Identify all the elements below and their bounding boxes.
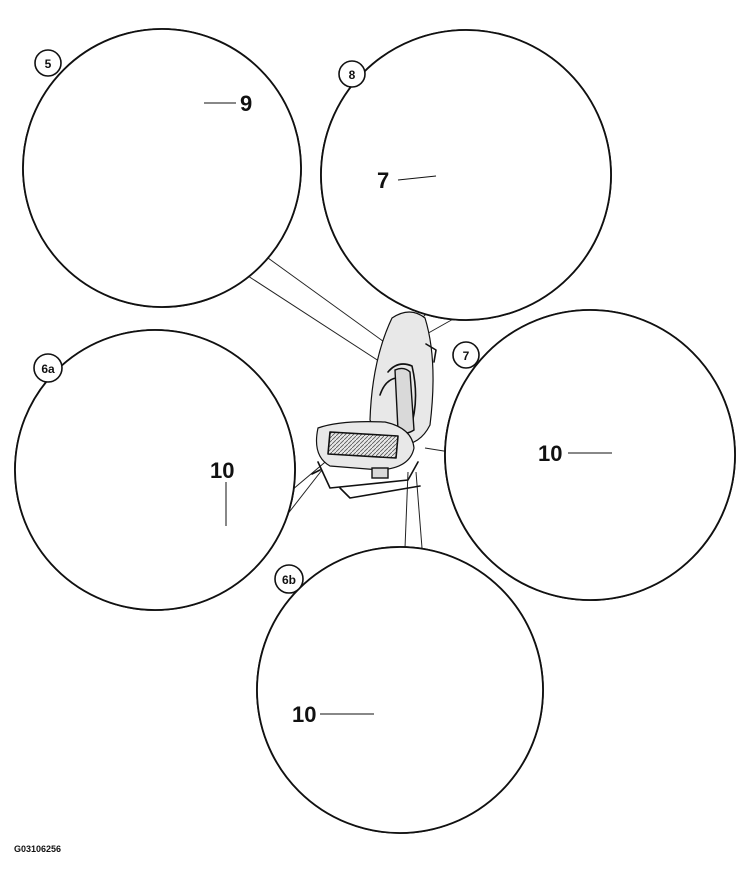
callout-10-detail-7: 10 — [538, 441, 612, 466]
figure-code: G03106256 — [14, 844, 61, 854]
step-label-8: 8 — [349, 68, 356, 82]
step-label-7: 7 — [463, 349, 470, 363]
detail-7 — [444, 309, 736, 601]
callout-label-7: 7 — [377, 168, 389, 193]
callout-label-10-7: 10 — [538, 441, 562, 466]
step-label-6a: 6a — [41, 362, 55, 376]
detail-6b — [256, 546, 544, 834]
callout-label-10-6a: 10 — [210, 458, 234, 483]
step-badge-6a: 6a — [33, 353, 63, 383]
callout-label-10-6b: 10 — [292, 702, 316, 727]
step-label-6b: 6b — [282, 573, 296, 587]
detail-6a — [14, 329, 296, 611]
callout-label-9: 9 — [240, 91, 252, 116]
callout-10-detail-6a: 10 — [210, 458, 234, 526]
detail-8 — [320, 29, 612, 321]
callout-7: 7 — [377, 168, 437, 193]
central-seat-illustration — [311, 311, 437, 499]
detail-5 — [22, 28, 302, 308]
step-badge-8: 8 — [338, 60, 366, 88]
callout-10-detail-6b: 10 — [292, 702, 374, 727]
step-badge-5: 5 — [34, 49, 62, 77]
step-label-5: 5 — [45, 57, 52, 71]
step-badge-6b: 6b — [274, 564, 304, 594]
step-badge-7: 7 — [452, 341, 480, 369]
callout-9: 9 — [204, 91, 252, 116]
